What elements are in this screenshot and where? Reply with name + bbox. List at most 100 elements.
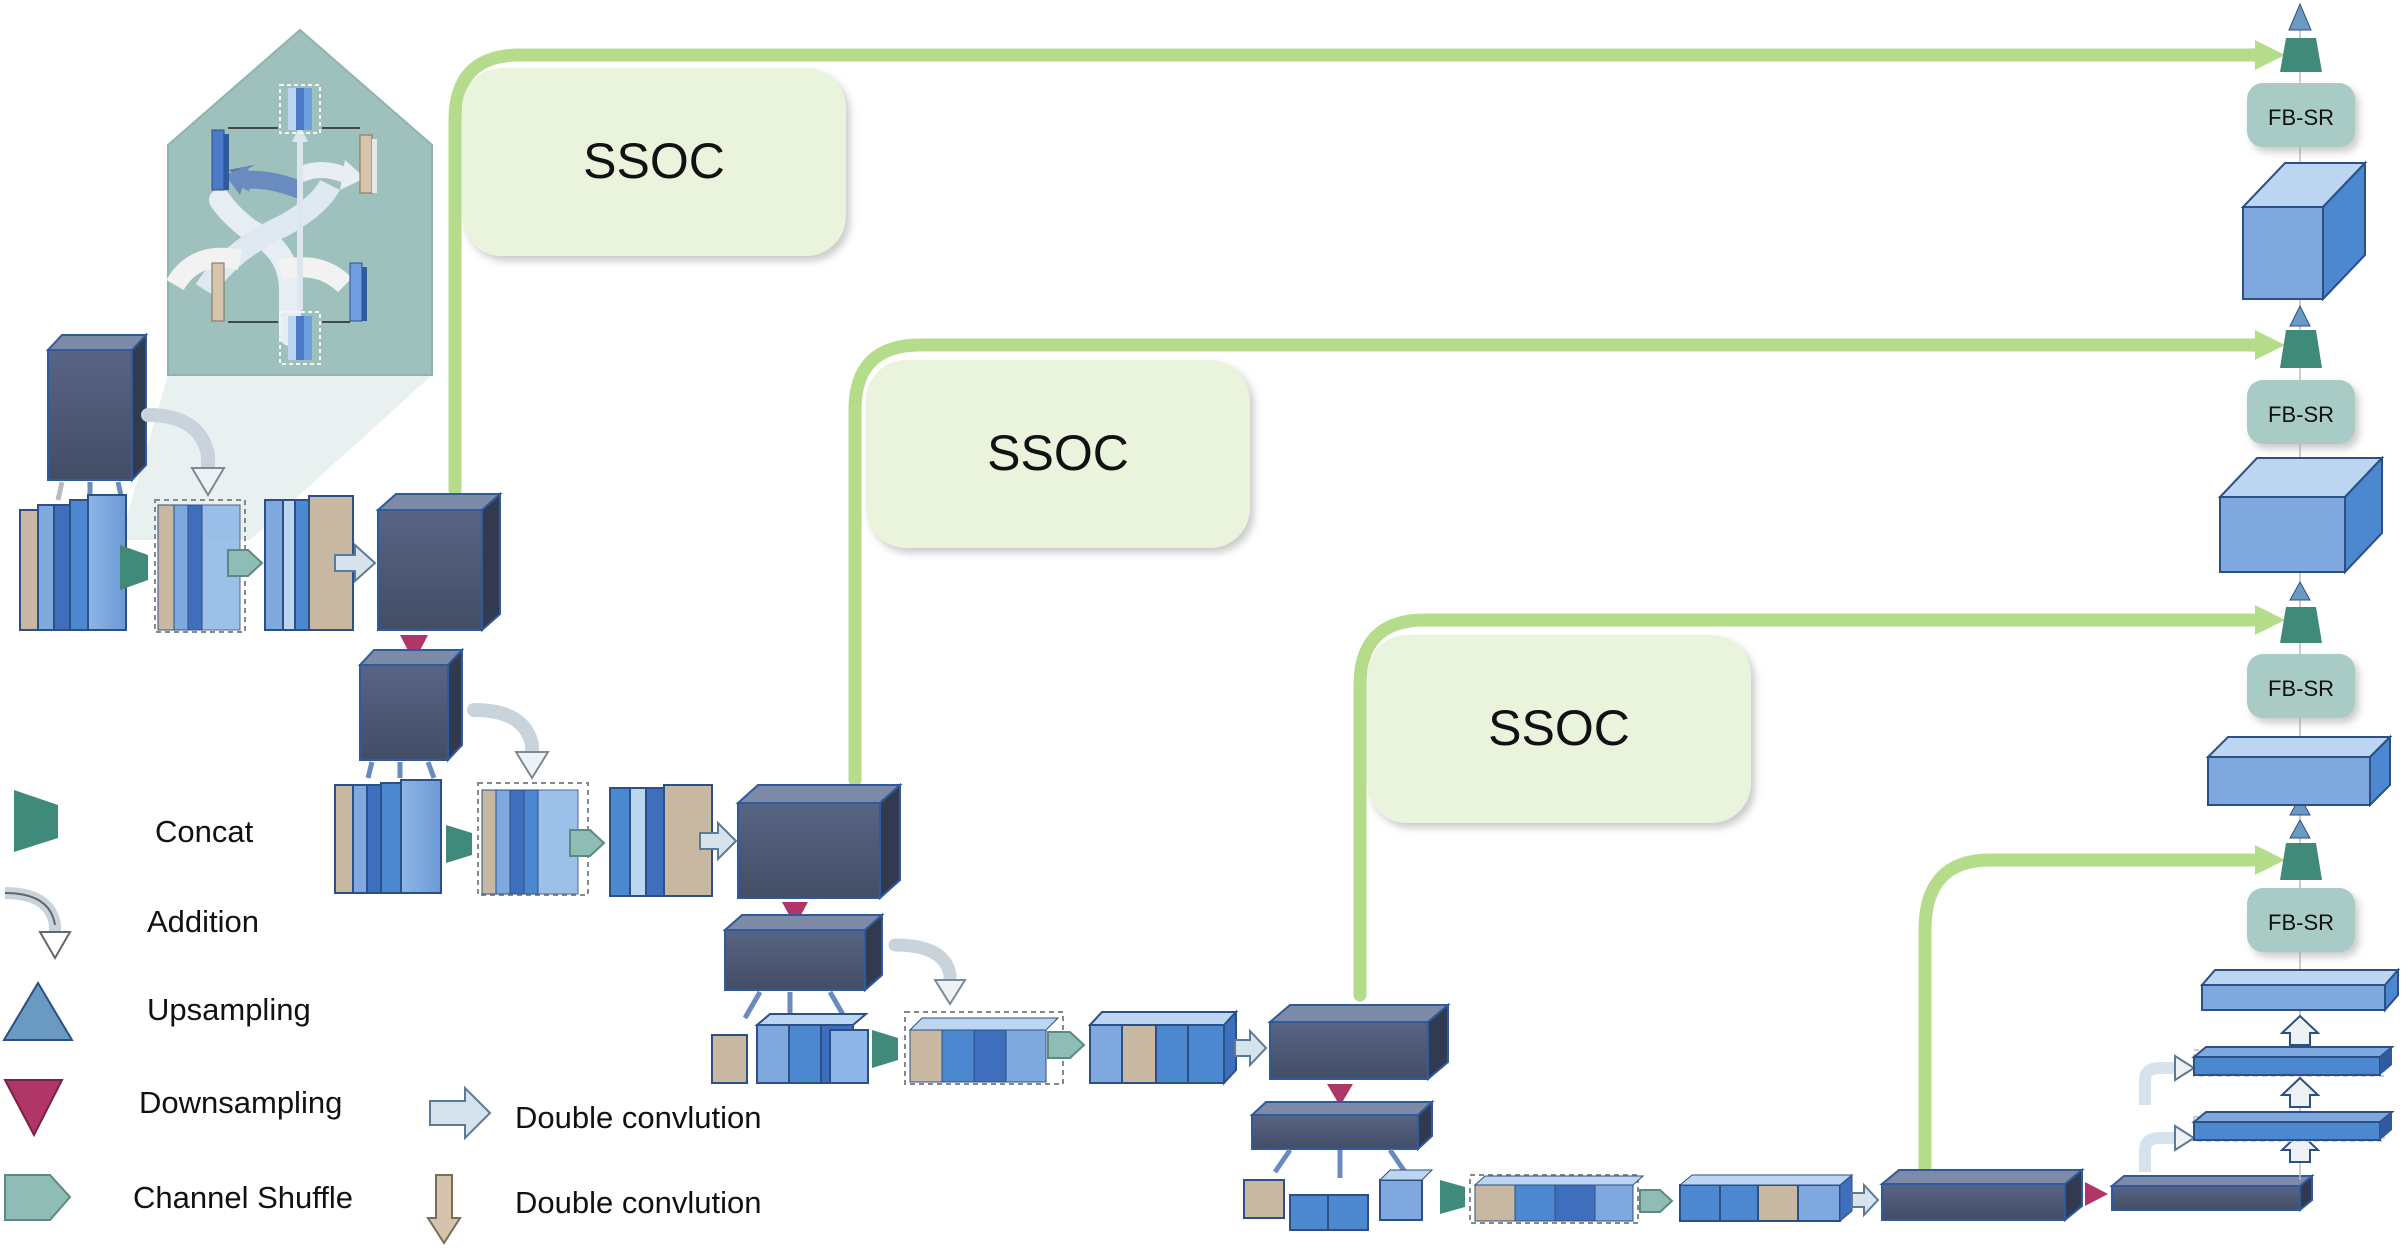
feature-blocks-e4-a <box>1243 1169 1434 1231</box>
skip-connection-4 <box>1918 853 2262 1182</box>
skip-connection-1 <box>448 48 2262 497</box>
encoder-level-4 <box>1243 1099 2315 1231</box>
double-conv-arrow-e3 <box>1234 1028 1268 1068</box>
ssoc-label-2: SSOC <box>987 425 1129 481</box>
upsample-icon-d2b <box>2289 304 2311 327</box>
feature-slices-e1-c <box>264 495 354 631</box>
skip-connection-2 <box>848 338 2262 787</box>
fbsr-block-1 <box>2247 83 2355 147</box>
skip-arrowhead-1 <box>2255 40 2285 70</box>
skip-connections <box>448 48 2262 1182</box>
legend-double-conv-right-icon <box>429 1085 492 1141</box>
concat-icon-d3 <box>2280 607 2322 643</box>
feature-slices-e2-b <box>477 782 589 896</box>
shuffle-icon-e2 <box>569 829 606 857</box>
legend-addition-label: Addition <box>147 904 259 939</box>
legend-channel-shuffle-label: Channel Shuffle <box>133 1180 353 1215</box>
addition-arrow-d1 <box>2139 1132 2180 1172</box>
feature-blocks-e3-c <box>1087 1009 1239 1086</box>
feature-blocks-e3-b <box>904 1011 1064 1085</box>
legend-concat-icon <box>14 790 58 852</box>
feature-cube-d1 <box>2240 160 2368 302</box>
skip-arrowhead-2 <box>2255 330 2285 360</box>
fbsr-label-3: FB-SR <box>2268 676 2334 701</box>
legend: Concat Addition Upsampling Downsampling … <box>2 790 761 1245</box>
feature-cube-e1-output <box>375 491 503 633</box>
concat-icon-d2 <box>2280 330 2322 368</box>
legend-upsampling-icon <box>2 981 74 1041</box>
skip-arrowhead-3 <box>2255 605 2285 635</box>
fbsr-block-4 <box>2247 888 2355 952</box>
feature-slab-d2 <box>2191 1046 2395 1077</box>
feature-cube-e3-output <box>1267 1002 1451 1082</box>
feature-slab-d4 <box>2199 967 2401 1013</box>
concat-icon-e1 <box>120 545 148 590</box>
ssoc-label-3: SSOC <box>1488 700 1630 756</box>
shuffle-icon-e4 <box>1639 1189 1674 1213</box>
addition-arrow-e2 <box>467 703 539 762</box>
feature-slices-e2-a <box>334 779 442 894</box>
up-step-arrow-2 <box>2279 1076 2321 1108</box>
legend-double-conv-down-icon <box>426 1174 462 1245</box>
ssoc-label-1: SSOC <box>583 133 725 189</box>
upsample-icon-top <box>2288 2 2312 31</box>
addition-arrow-e1 <box>141 408 215 477</box>
addition-arrow-d2 <box>2139 1062 2180 1105</box>
decoder-column: FB-SR FB-SR FB-SR <box>2139 2 2401 1180</box>
feature-blocks-e3-a <box>711 1013 869 1084</box>
feature-cube-bottleneck <box>2109 1173 2315 1213</box>
feature-cube-e4-input <box>1249 1099 1435 1152</box>
feature-cube-e1-input <box>45 332 149 483</box>
concat-icon-e2 <box>446 825 472 863</box>
downsample-icon-e1 <box>400 635 428 662</box>
legend-concat-label: Concat <box>155 814 254 849</box>
fbsr-block-3 <box>2247 654 2355 718</box>
feature-slab-d1 <box>2191 1111 2395 1142</box>
double-conv-arrow-e1 <box>334 542 377 584</box>
feature-cube-e2-output <box>735 782 903 901</box>
fbsr-label-1: FB-SR <box>2268 105 2334 130</box>
legend-downsampling-label: Downsampling <box>139 1085 342 1120</box>
fbsr-label-2: FB-SR <box>2268 402 2334 427</box>
legend-double-conv-down-label: Double convlution <box>515 1185 761 1220</box>
legend-double-conv-right-label: Double convlution <box>515 1100 761 1135</box>
addition-arrow-e3 <box>888 938 957 989</box>
double-conv-arrow-e4 <box>1851 1182 1880 1218</box>
ssoc-box-1 <box>462 68 846 256</box>
skip-connection-3 <box>1353 613 2262 1002</box>
ssoc-box-2 <box>866 360 1250 548</box>
shuffle-icon-e3 <box>1047 1031 1086 1059</box>
legend-downsampling-icon <box>3 1079 64 1138</box>
feature-blocks-e4-c <box>1678 1173 1854 1223</box>
legend-addition-icon <box>4 887 61 935</box>
fbsr-label-4: FB-SR <box>2268 910 2334 935</box>
shuffle-icon-e1 <box>227 549 264 577</box>
encoder-level-2 <box>334 647 903 926</box>
legend-upsampling-label: Upsampling <box>147 992 311 1027</box>
concat-icon-e3 <box>872 1030 898 1068</box>
upsample-icon-d3b <box>2289 580 2311 601</box>
skip-arrowheads <box>2255 40 2285 875</box>
feature-slices-e1-a <box>19 494 127 631</box>
ssoc-box-3 <box>1367 635 1751 823</box>
legend-channel-shuffle-icon <box>4 1174 72 1221</box>
feature-slices-e2-c <box>609 784 713 897</box>
inset-projection <box>120 375 432 540</box>
feature-cube-d2 <box>2217 455 2385 575</box>
downsample-icon-e3 <box>1327 1084 1353 1106</box>
shuffle-detail-inset <box>120 28 433 540</box>
skip-arrowhead-4 <box>2255 845 2285 875</box>
feature-blocks-e4-b <box>1469 1174 1645 1224</box>
feature-slab-d3 <box>2205 734 2393 808</box>
feature-cube-e3-input <box>722 912 885 993</box>
feature-cube-e4-output <box>1879 1167 2085 1223</box>
concat-icon-e4 <box>1440 1180 1465 1214</box>
concat-icon-d1 <box>2280 38 2322 72</box>
fbsr-block-2 <box>2247 380 2355 444</box>
concat-icon-d4 <box>2280 843 2322 880</box>
up-step-arrow-3 <box>2279 1014 2321 1046</box>
downsample-icon-e4 <box>2085 1182 2108 1206</box>
encoder-level-3 <box>711 912 1451 1106</box>
encoder-level-1 <box>19 332 503 662</box>
